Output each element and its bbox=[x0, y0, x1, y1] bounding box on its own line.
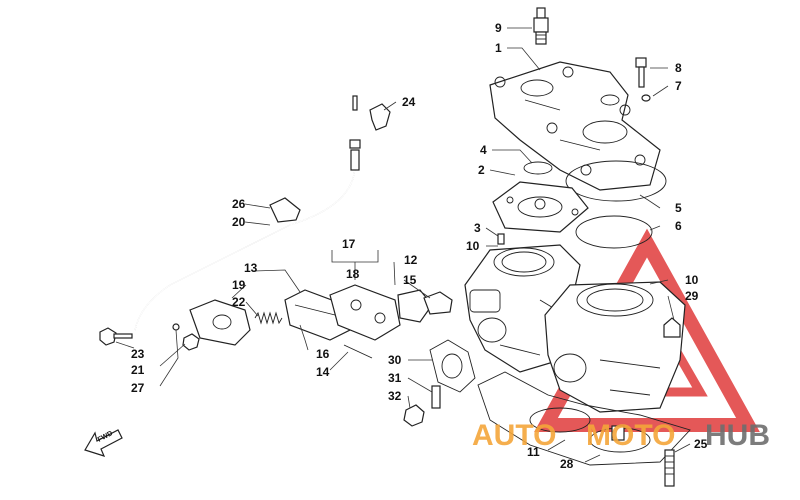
callout-2: 2 bbox=[478, 163, 485, 177]
callout-6: 6 bbox=[675, 219, 682, 233]
callout-9: 9 bbox=[495, 21, 502, 35]
callout-5: 5 bbox=[675, 201, 682, 215]
pump-cover bbox=[189, 299, 251, 346]
callout-30: 30 bbox=[388, 353, 402, 367]
callout-26: 26 bbox=[232, 197, 246, 211]
callout-4: 4 bbox=[480, 143, 487, 157]
callout-31: 31 bbox=[388, 371, 402, 385]
callout-28: 28 bbox=[560, 457, 574, 471]
cable-clip bbox=[369, 103, 391, 131]
long-bolt bbox=[343, 344, 373, 359]
spark-plug bbox=[533, 7, 549, 45]
callout-17: 17 bbox=[342, 237, 356, 251]
callout-16: 16 bbox=[316, 347, 330, 361]
cylinder-front bbox=[544, 281, 686, 413]
exhaust-stud bbox=[431, 385, 441, 409]
watermark-moto: MOTO bbox=[586, 419, 675, 452]
callout-7: 7 bbox=[675, 79, 682, 93]
callout-10-upper: 10 bbox=[466, 239, 480, 253]
callout-labels: 9 1 8 7 24 4 2 26 5 20 6 3 17 10 12 13 1… bbox=[131, 21, 708, 471]
forward-direction-marker: FWD bbox=[84, 429, 123, 457]
callout-12: 12 bbox=[404, 253, 418, 267]
combustion-insert bbox=[492, 181, 589, 233]
leader-lines bbox=[115, 27, 691, 463]
head-o-ring bbox=[575, 215, 653, 249]
callout-10-lower: 10 bbox=[685, 273, 699, 287]
watermark-text: AUTO MOTO HUB bbox=[472, 419, 770, 452]
watermark-auto: AUTO bbox=[472, 419, 556, 452]
dowel-pin bbox=[497, 233, 505, 245]
throttle-lever bbox=[423, 291, 453, 315]
exhaust-gasket bbox=[429, 339, 476, 393]
callout-24: 24 bbox=[402, 95, 416, 109]
head-bolt bbox=[635, 57, 647, 88]
callout-15: 15 bbox=[403, 273, 417, 287]
callout-8: 8 bbox=[675, 61, 682, 75]
callout-32: 32 bbox=[388, 389, 402, 403]
watermark-hub: HUB bbox=[705, 419, 770, 452]
small-o-ring bbox=[523, 161, 553, 175]
callout-18: 18 bbox=[346, 267, 360, 281]
callout-3: 3 bbox=[474, 221, 481, 235]
head-o-ring-large bbox=[565, 160, 667, 202]
bolt-21 bbox=[182, 333, 200, 351]
callout-20: 20 bbox=[232, 215, 246, 229]
callout-23: 23 bbox=[131, 347, 145, 361]
spring bbox=[254, 311, 283, 325]
base-gasket bbox=[477, 371, 691, 466]
cylinder-head bbox=[489, 61, 661, 191]
callout-29: 29 bbox=[685, 289, 699, 303]
callout-11: 11 bbox=[527, 445, 540, 459]
cable-clamp bbox=[269, 197, 301, 223]
callout-21: 21 bbox=[131, 363, 145, 377]
long-stud bbox=[664, 449, 675, 487]
o-ring-small bbox=[172, 323, 180, 331]
bolt-23 bbox=[99, 327, 133, 346]
exhaust-nut bbox=[403, 404, 425, 427]
callout-14: 14 bbox=[316, 365, 330, 379]
callout-1: 1 bbox=[495, 41, 502, 55]
carburetor-plate bbox=[329, 284, 401, 341]
cylinder-stud bbox=[663, 317, 681, 338]
callout-19: 19 bbox=[232, 278, 246, 292]
throttle-cable bbox=[134, 90, 361, 331]
callout-22: 22 bbox=[232, 295, 246, 309]
callout-27: 27 bbox=[131, 381, 145, 395]
washer bbox=[641, 94, 651, 102]
callout-13: 13 bbox=[244, 261, 258, 275]
callout-25: 25 bbox=[694, 437, 708, 451]
